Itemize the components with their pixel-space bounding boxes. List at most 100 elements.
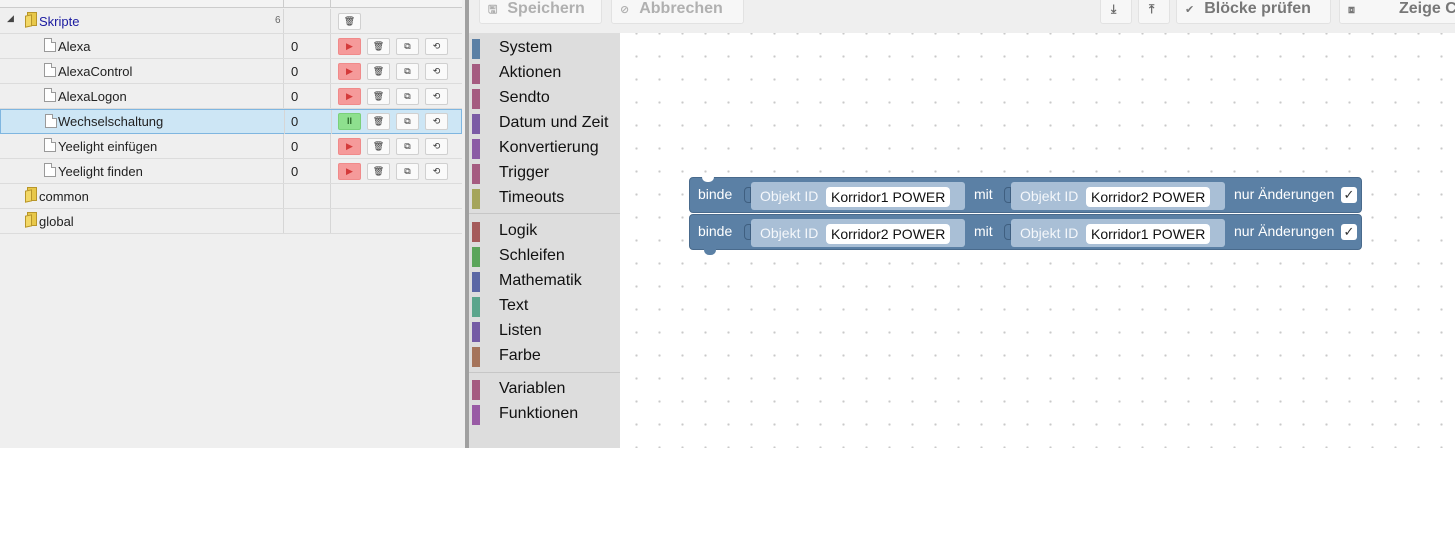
- reload-script-button[interactable]: ⟲: [425, 163, 448, 180]
- run-script-button[interactable]: ▶: [338, 88, 361, 105]
- toolbox-category-sendto[interactable]: Sendto: [472, 86, 617, 109]
- category-color-bar: [472, 189, 480, 209]
- file-icon: [44, 63, 56, 77]
- column-separator: [283, 0, 284, 8]
- copy-script-button[interactable]: ⧉: [396, 113, 419, 130]
- check-blocks-button[interactable]: ✔Blöcke prüfen: [1176, 0, 1331, 24]
- delete-script-button[interactable]: 🗑: [367, 113, 390, 130]
- copy-script-button[interactable]: ⧉: [396, 138, 419, 155]
- folder-row-skripte[interactable]: ◢ Skripte 6 🗑: [0, 9, 462, 34]
- delete-script-button[interactable]: 🗑: [367, 63, 390, 80]
- copy-script-button[interactable]: ⧉: [396, 88, 419, 105]
- toolbox-category-timeouts[interactable]: Timeouts: [472, 186, 617, 209]
- run-script-button[interactable]: ▶: [338, 38, 361, 55]
- toolbox-category-listen[interactable]: Listen: [472, 319, 617, 342]
- toolbox-category-aktionen[interactable]: Aktionen: [472, 61, 617, 84]
- script-row[interactable]: AlexaLogon 0 ▶ 🗑 ⧉ ⟲: [0, 84, 462, 109]
- cancel-icon: ⊘: [620, 4, 630, 16]
- folder-row-global[interactable]: global: [0, 209, 462, 234]
- script-row[interactable]: Yeelight einfügen 0 ▶ 🗑 ⧉ ⟲: [0, 134, 462, 159]
- copy-script-button[interactable]: ⧉: [396, 63, 419, 80]
- object-id-input[interactable]: Objekt ID Korridor2 POWER: [751, 219, 965, 247]
- export-button[interactable]: ⤓: [1100, 0, 1132, 24]
- toolbox-category-datum-und-zeit[interactable]: Datum und Zeit: [472, 111, 617, 134]
- script-row[interactable]: Yeelight finden 0 ▶ 🗑 ⧉ ⟲: [0, 159, 462, 184]
- script-name[interactable]: Yeelight finden: [58, 164, 143, 179]
- toolbox-category-konvertierung[interactable]: Konvertierung: [472, 136, 617, 159]
- copy-script-button[interactable]: ⧉: [396, 38, 419, 55]
- object-id-field[interactable]: Korridor1 POWER: [1086, 224, 1211, 244]
- copy-script-button[interactable]: ⧉: [396, 163, 419, 180]
- code-icon: ⧈: [1348, 4, 1355, 16]
- toolbox-category-schleifen[interactable]: Schleifen: [472, 244, 617, 267]
- reload-script-button[interactable]: ⟲: [425, 138, 448, 155]
- category-label: System: [499, 39, 553, 56]
- reload-script-button[interactable]: ⟲: [425, 113, 448, 130]
- run-script-button[interactable]: ▶: [338, 63, 361, 80]
- category-label: Schleifen: [499, 247, 565, 264]
- reload-script-button[interactable]: ⟲: [425, 88, 448, 105]
- upload-icon: ⤒: [1149, 2, 1155, 16]
- toolbox-category-text[interactable]: Text: [472, 294, 617, 317]
- bind-block[interactable]: binde Objekt ID Korridor2 POWER mit Obje…: [689, 214, 1362, 255]
- category-label: Text: [499, 297, 529, 314]
- script-name[interactable]: Yeelight einfügen: [58, 139, 158, 154]
- save-button[interactable]: 🖫Speichern: [479, 0, 602, 24]
- script-row[interactable]: Alexa 0 ▶ 🗑 ⧉ ⟲: [0, 34, 462, 59]
- object-id-input[interactable]: Objekt ID Korridor1 POWER: [1011, 219, 1225, 247]
- folder-row-common[interactable]: common: [0, 184, 462, 209]
- toolbox-category-variablen[interactable]: Variablen: [472, 377, 617, 400]
- reload-script-button[interactable]: ⟲: [425, 63, 448, 80]
- checkbox-checked-icon[interactable]: ✓: [1341, 187, 1357, 203]
- category-color-bar: [472, 139, 480, 159]
- checkbox-checked-icon[interactable]: ✓: [1341, 224, 1357, 240]
- object-id-input[interactable]: Objekt ID Korridor2 POWER: [1011, 182, 1225, 210]
- category-label: Datum und Zeit: [499, 114, 609, 131]
- category-label: Konvertierung: [499, 139, 599, 156]
- input-connector: [744, 224, 751, 240]
- blockly-workspace[interactable]: [620, 33, 1455, 448]
- script-name[interactable]: AlexaLogon: [58, 89, 127, 104]
- toolbox-category-funktionen[interactable]: Funktionen: [472, 402, 617, 425]
- file-icon: [44, 88, 56, 102]
- folder-name[interactable]: common: [39, 189, 89, 204]
- import-button[interactable]: ⤒: [1138, 0, 1170, 24]
- script-instance-count: 0: [291, 114, 299, 129]
- object-id-field[interactable]: Korridor1 POWER: [826, 187, 951, 207]
- show-code-button[interactable]: ⧈Zeige C: [1339, 0, 1455, 24]
- folder-name[interactable]: Skripte: [39, 14, 80, 29]
- script-row[interactable]: AlexaControl 0 ▶ 🗑 ⧉ ⟲: [0, 59, 462, 84]
- script-row-selected[interactable]: Wechselschaltung 0 II 🗑 ⧉ ⟲: [0, 109, 462, 134]
- object-id-field[interactable]: Korridor2 POWER: [1086, 187, 1211, 207]
- category-color-bar: [472, 405, 480, 425]
- script-name[interactable]: AlexaControl: [58, 64, 133, 79]
- object-id-input[interactable]: Objekt ID Korridor1 POWER: [751, 182, 965, 210]
- collapse-arrow-icon[interactable]: ◢: [7, 13, 14, 23]
- reload-script-button[interactable]: ⟲: [425, 38, 448, 55]
- object-id-field[interactable]: Korridor2 POWER: [826, 224, 951, 244]
- file-icon: [44, 163, 56, 177]
- delete-script-button[interactable]: 🗑: [367, 38, 390, 55]
- panel-splitter[interactable]: [465, 0, 469, 448]
- run-script-button[interactable]: ▶: [338, 163, 361, 180]
- bind-block[interactable]: binde Objekt ID Korridor1 POWER mit Obje…: [689, 177, 1362, 213]
- run-script-button[interactable]: ▶: [338, 138, 361, 155]
- script-name[interactable]: Wechselschaltung: [58, 114, 164, 129]
- toolbox-category-farbe[interactable]: Farbe: [472, 344, 617, 367]
- sort-icon[interactable]: ⌃: [266, 0, 274, 5]
- pause-script-button[interactable]: II: [338, 113, 361, 130]
- toolbox-category-mathematik[interactable]: Mathematik: [472, 269, 617, 292]
- folder-name[interactable]: global: [39, 214, 74, 229]
- delete-script-button[interactable]: 🗑: [367, 138, 390, 155]
- script-name[interactable]: Alexa: [58, 39, 91, 54]
- delete-script-button[interactable]: 🗑: [367, 163, 390, 180]
- delete-script-button[interactable]: 🗑: [367, 88, 390, 105]
- cancel-button[interactable]: ⊘Abbrechen: [611, 0, 744, 24]
- block-keyword: binde: [698, 223, 733, 239]
- toolbox-category-logik[interactable]: Logik: [472, 219, 617, 242]
- delete-folder-button[interactable]: 🗑: [338, 13, 361, 30]
- toolbox-category-system[interactable]: System: [472, 36, 617, 59]
- tree-header: ⌃: [0, 0, 462, 8]
- toolbox-category-trigger[interactable]: Trigger: [472, 161, 617, 184]
